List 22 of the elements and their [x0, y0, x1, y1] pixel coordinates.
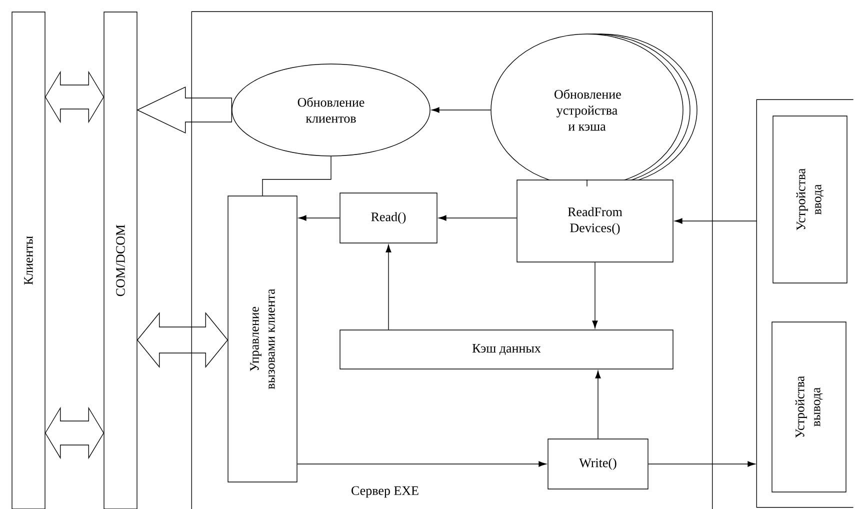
- connector-line: [262, 156, 332, 196]
- device-box: Устройства ввода: [772, 116, 848, 284]
- arrow: [438, 215, 517, 221]
- process-box: ReadFrom Devices(): [516, 180, 674, 262]
- arrow: [298, 215, 340, 221]
- process-box: Управление вызовами клиента: [228, 196, 298, 482]
- arrow: [432, 107, 491, 113]
- connector-line: [586, 179, 588, 187]
- bar: COM/DCOM: [104, 12, 138, 509]
- arrow: [595, 370, 601, 439]
- device-frame: [756, 99, 854, 508]
- arrow: [592, 262, 598, 328]
- arrow: [386, 244, 392, 330]
- device-box: Устройства вывода: [772, 322, 846, 492]
- process-box: Write(): [548, 438, 648, 490]
- bar: Клиенты: [12, 12, 46, 509]
- process-box: Read(): [340, 192, 438, 244]
- process-box: Кэш данных: [340, 330, 674, 370]
- block-arrow: [136, 86, 232, 134]
- arrow: [648, 461, 756, 467]
- arrow: [297, 461, 546, 467]
- arrow: [674, 218, 757, 224]
